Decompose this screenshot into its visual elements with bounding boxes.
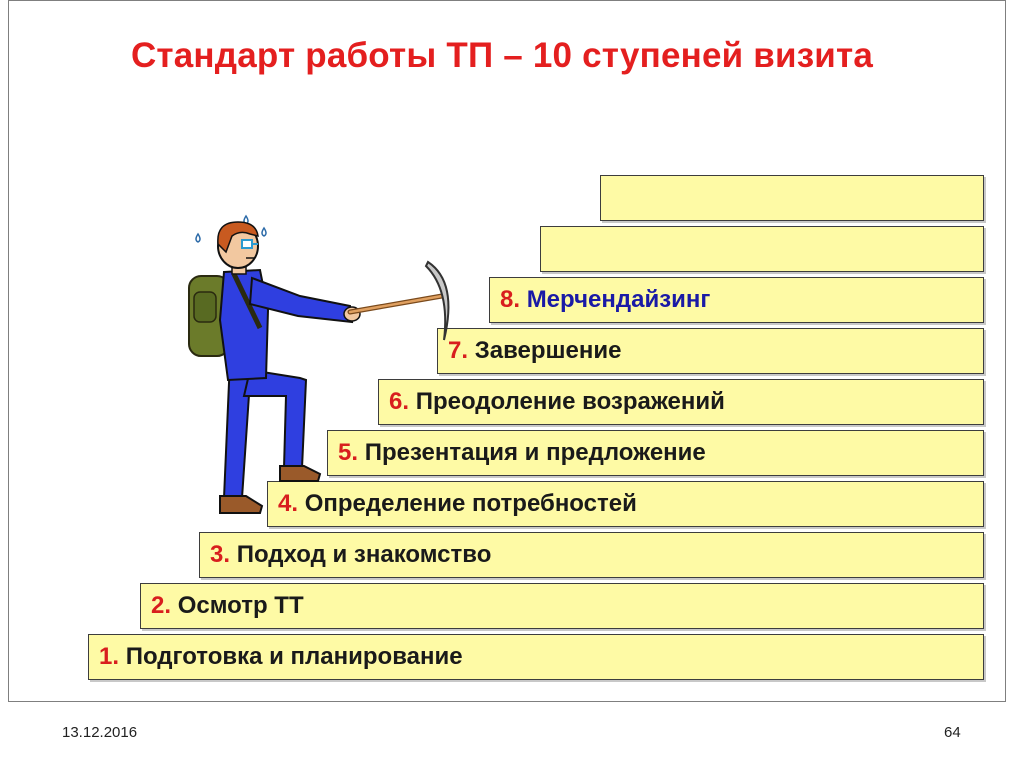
step-3: 3. Подход и знакомство bbox=[199, 532, 984, 578]
step-number: 3. bbox=[210, 541, 231, 568]
step-number: 1. bbox=[99, 643, 120, 670]
step-1: 1. Подготовка и планирование bbox=[88, 634, 984, 680]
step-4: 4. Определение потребностей bbox=[267, 481, 984, 527]
step-7: 7. Завершение bbox=[437, 328, 984, 374]
backpack-icon bbox=[188, 275, 230, 357]
step-label: Подход и знакомство bbox=[236, 541, 492, 568]
step-8: 8. Мерчендайзинг bbox=[489, 277, 984, 323]
step-6: 6. Преодоление возражений bbox=[378, 379, 984, 425]
slide-date: 13.12.2016 bbox=[62, 724, 138, 741]
step-10 bbox=[600, 175, 984, 221]
step-number: 2. bbox=[151, 592, 172, 619]
step-5: 5. Презентация и предложение bbox=[327, 430, 984, 476]
step-9 bbox=[540, 226, 984, 272]
step-number: 5. bbox=[338, 439, 359, 466]
climber-illustration bbox=[188, 214, 450, 514]
step-number: 8. bbox=[500, 286, 521, 313]
step-label: Мерчендайзинг bbox=[526, 286, 711, 313]
step-label: Осмотр ТТ bbox=[177, 592, 304, 619]
step-label: Преодоление возражений bbox=[415, 388, 725, 415]
step-label: Завершение bbox=[474, 337, 622, 364]
step-number: 6. bbox=[389, 388, 410, 415]
step-label: Определение потребностей bbox=[304, 490, 637, 517]
slide-title: Стандарт работы ТП – 10 ступеней визита bbox=[130, 36, 874, 75]
step-number: 4. bbox=[278, 490, 299, 517]
step-label: Подготовка и планирование bbox=[125, 643, 463, 670]
step-number: 7. bbox=[448, 337, 469, 364]
page-number: 64 bbox=[944, 724, 961, 741]
step-label: Презентация и предложение bbox=[364, 439, 706, 466]
step-2: 2. Осмотр ТТ bbox=[140, 583, 984, 629]
